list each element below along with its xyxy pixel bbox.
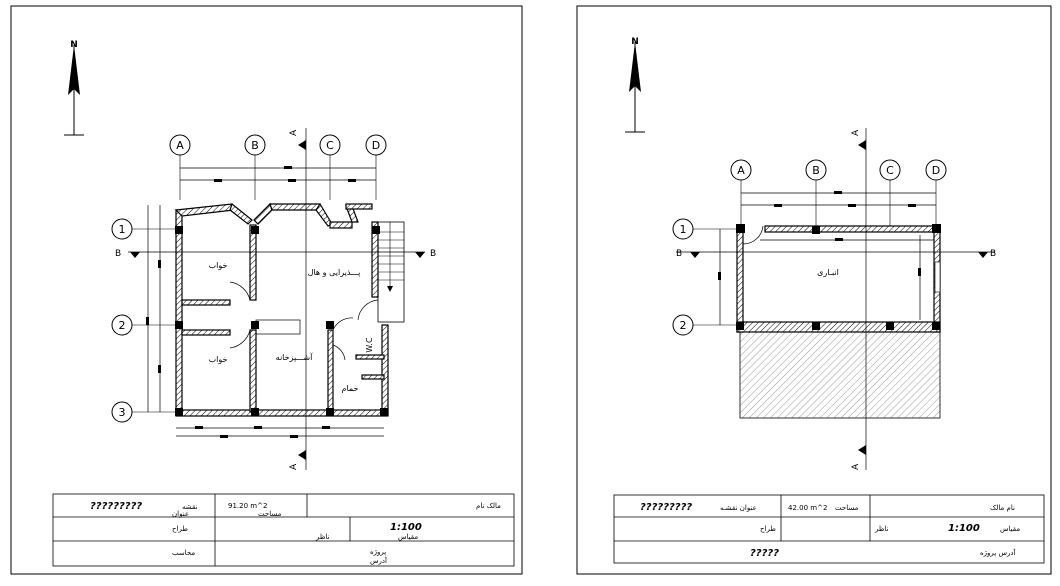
stairs [377,221,405,323]
grid-row-markers: 1 2 3 [111,218,180,423]
section-mark-left: B [115,249,121,259]
north-label: N [631,37,639,47]
grid-col-c: C [326,139,334,152]
room-kitchen: آشـــپزخانه [276,352,313,362]
north-arrow-icon: N [624,37,646,133]
supervisor-label: ناظر [874,525,889,533]
drawing-title-label: عنوان نقشـه [720,504,757,512]
floor-plan-walls [736,224,941,419]
grid-row-2: 2 [119,319,126,332]
title-block-1: ????????? نقشه عنوان 91.20 m^2 مساحت مال… [52,493,515,567]
grid-col-markers: A B C D [730,159,947,228]
supervisor-label: ناظر [315,533,330,541]
grid-row-1: 1 [119,223,126,236]
grid-col-d: D [372,139,380,152]
dimension-lines [718,191,936,325]
section-lines: A A B B [676,128,996,470]
address-label: آدرس [370,556,388,565]
grid-col-c: C [886,164,894,177]
section-mark-top: A [289,129,299,136]
section-mark-bottom: A [289,463,299,470]
scale-label: مقیاس [398,533,418,541]
address-project-label: آدرس پروژه [980,548,1017,557]
room-bedroom-top: خواب [209,261,228,270]
north-arrow-icon: N [63,40,85,136]
sheet-2-frame [576,5,1052,575]
room-bedroom-bottom: خواب [209,355,228,364]
designer-label: طراح [172,525,188,533]
grid-col-a: A [737,164,745,177]
doors [229,281,379,361]
area-value: 91.20 m^2 [228,502,267,510]
scale-value: 1:100 [948,523,980,534]
grid-col-b: B [812,164,820,177]
project-code: ????? [750,548,779,559]
scale-value: 1:100 [390,522,422,533]
grid-col-d: D [932,164,940,177]
floor-plan-walls [174,202,389,417]
area-label: مساحت [258,510,282,518]
grid-row-2: 2 [680,319,687,332]
room-bath: حمام [342,384,359,393]
title-block-2: ????????? عنوان نقشـه 42.00 m^2 مساحت نا… [613,494,1045,564]
area-value: 42.00 m^2 [788,504,827,512]
north-label: N [70,40,78,50]
owner-label: نام مالک [990,504,1015,512]
sheet-1-ground-floor: N A B C D 1 2 3 [10,5,523,575]
room-reception: پـــذیرایی و هال [308,268,361,277]
grid-col-b: B [251,139,259,152]
project-label: پروژه [370,548,386,556]
calculator-label: محاسب [172,549,195,557]
section-mark-right: B [430,249,436,259]
unexcavated-area [739,331,941,419]
section-mark-top: A [851,129,861,136]
grid-row-markers: 1 2 [672,218,740,336]
drawing-name-label: نقشه [182,503,198,511]
grid-row-3: 3 [119,406,126,419]
sheet-2-basement: N A B C D 1 2 [576,5,1052,575]
room-wc: W.C [365,337,374,353]
room-storage: انبـاری [817,268,839,277]
section-mark-bottom: A [851,463,861,470]
designer-label: طراح [760,525,776,533]
sheet-1-frame [10,5,523,575]
area-label: مساحت [835,504,859,512]
section-mark-right: B [990,249,996,259]
grid-col-a: A [176,139,184,152]
grid-col-markers: A B C D [169,134,387,200]
dimension-lines [146,166,384,438]
drawing-title-label: عنوان [172,510,189,518]
grid-row-1: 1 [680,223,687,236]
section-lines: A A B B [115,128,436,470]
scale-label: مقیاس [1000,525,1020,533]
owner-label: مالک نام [476,502,501,510]
drawing-name: ????????? [640,502,692,513]
section-mark-left: B [676,249,682,259]
drawing-name: ????????? [90,501,142,512]
